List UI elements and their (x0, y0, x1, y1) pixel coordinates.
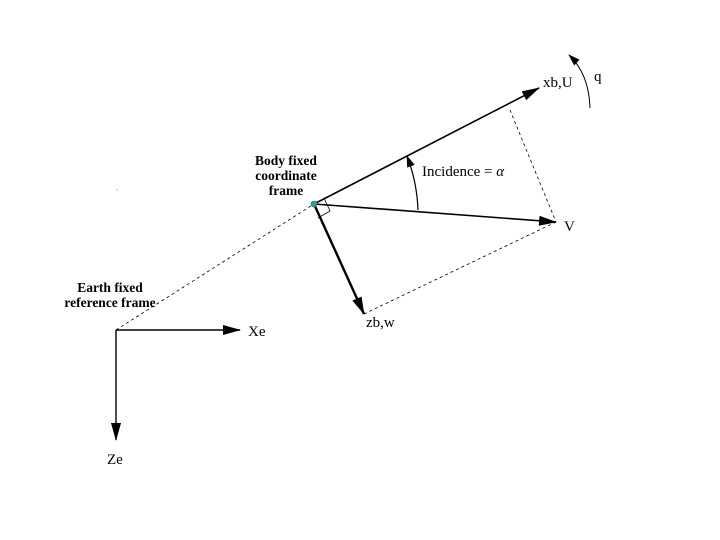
v-label: V (564, 219, 575, 235)
earth-frame-line-2: reference frame (64, 295, 156, 310)
zb-w-axis-arrow (312, 203, 366, 315)
u-projection-dashed-line (509, 109, 557, 223)
zb-w-label: zb,w (366, 315, 395, 331)
w-projection-dashed-line (363, 221, 557, 315)
ze-label: Ze (107, 452, 123, 468)
xb-u-axis-arrow (313, 87, 540, 205)
body-origin-dot (310, 200, 318, 208)
position-dashed-line (115, 203, 315, 331)
earth-frame-line-1: Earth fixed (77, 280, 143, 295)
right-angle-marker (317, 197, 331, 219)
pitch-rate-q-arc (568, 54, 591, 109)
earth-frame-label: Earth fixed reference frame (54, 280, 166, 310)
body-frame-line-2: coordinate (255, 168, 317, 183)
q-label: q (594, 69, 602, 85)
xe-label: Xe (248, 324, 266, 340)
body-frame-line-3: frame (268, 183, 304, 198)
incidence-text: Incidence = (422, 164, 497, 180)
alpha-symbol: α (496, 164, 505, 180)
body-frame-line-1: Body fixed (255, 153, 317, 168)
xb-u-label: xb,U (543, 75, 573, 91)
body-frame-label: Body fixed coordinate frame (246, 153, 326, 198)
velocity-v-arrow (313, 203, 557, 226)
incidence-label: Incidence = α (422, 164, 504, 181)
stray-dot (116, 189, 118, 191)
incidence-angle-arc (406, 155, 419, 211)
